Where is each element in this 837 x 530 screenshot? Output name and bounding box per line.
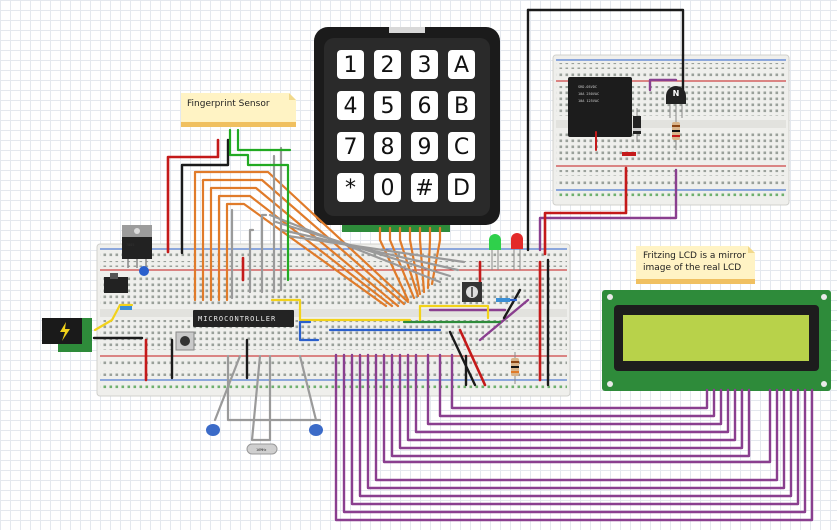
voltage-regulator: 7805 bbox=[122, 225, 152, 268]
ground-wires-black bbox=[92, 8, 685, 387]
keypad-key-label: 6 bbox=[418, 94, 432, 119]
keypad-key: A bbox=[448, 50, 475, 79]
keypad-key: 3 bbox=[411, 50, 438, 79]
svg-text:7805: 7805 bbox=[126, 243, 134, 247]
keypad-key: 1 bbox=[337, 50, 364, 79]
keypad-key: 6 bbox=[411, 91, 438, 120]
chip-label: MICROCONTROLLER bbox=[198, 315, 276, 323]
keypad-key-label: 0 bbox=[381, 176, 395, 201]
lcd-note: Fritzing LCD is a mirror image of the re… bbox=[636, 246, 755, 284]
keypad-key: 8 bbox=[374, 132, 401, 161]
base-resistor bbox=[672, 118, 680, 150]
keypad-key: C bbox=[448, 132, 475, 161]
potentiometer bbox=[462, 282, 482, 302]
svg-text:10A 250VAC: 10A 250VAC bbox=[578, 92, 599, 96]
keypad-key: 2 bbox=[374, 50, 401, 79]
led-resistor bbox=[511, 352, 519, 384]
transistor: N bbox=[666, 86, 686, 118]
keypad-key-label: 8 bbox=[381, 135, 395, 160]
keypad-key: * bbox=[337, 173, 364, 202]
svg-text:10A 125VAC: 10A 125VAC bbox=[578, 99, 599, 103]
lcd-screen bbox=[623, 315, 809, 361]
svg-text:16MHz: 16MHz bbox=[256, 448, 267, 452]
red-led bbox=[511, 233, 523, 270]
transistor-label: N bbox=[673, 89, 680, 98]
svg-text:SRD-05VDC: SRD-05VDC bbox=[578, 85, 597, 89]
jumper bbox=[622, 152, 636, 156]
keypad-key-label: 1 bbox=[344, 53, 358, 78]
keypad-key: # bbox=[411, 173, 438, 202]
relay: SRD-05VDC 10A 250VAC 10A 125VAC bbox=[568, 77, 632, 137]
keypad-key-label: * bbox=[345, 176, 356, 201]
fingerprint-sensor-note: Fingerprint Sensor bbox=[181, 93, 296, 127]
lcd-wires bbox=[334, 78, 814, 522]
lcd-note-line2: image of the real LCD bbox=[643, 263, 741, 273]
gray-wires bbox=[213, 146, 466, 442]
keypad-key-label: 5 bbox=[381, 94, 395, 119]
capacitor bbox=[206, 424, 220, 436]
small-resistor bbox=[120, 306, 132, 310]
lcd-display bbox=[602, 290, 831, 391]
power-icon bbox=[60, 322, 70, 341]
keypad-key: 4 bbox=[337, 91, 364, 120]
dc-power-jack bbox=[42, 318, 92, 352]
power-switch bbox=[104, 273, 128, 293]
fingerprint-label: Fingerprint Sensor bbox=[187, 99, 270, 109]
small-resistor bbox=[496, 298, 510, 302]
keypad-key: 9 bbox=[411, 132, 438, 161]
keypad-key-label: 4 bbox=[344, 94, 358, 119]
power-wires-red bbox=[144, 138, 628, 387]
keypad-key: B bbox=[448, 91, 475, 120]
capacitor bbox=[309, 424, 323, 436]
reset-button bbox=[175, 331, 195, 351]
keypad-key-label: 7 bbox=[344, 135, 358, 160]
microcontroller-chip: MICROCONTROLLER bbox=[193, 310, 294, 327]
keypad-key-label: B bbox=[454, 94, 469, 119]
keypad-key: 5 bbox=[374, 91, 401, 120]
crystal-oscillator: 16MHz bbox=[246, 443, 278, 455]
keypad-key-label: A bbox=[454, 53, 469, 78]
keypad-key: 0 bbox=[374, 173, 401, 202]
keypad-key-label: 2 bbox=[381, 53, 395, 78]
keypad-key-label: 3 bbox=[418, 53, 432, 78]
flyback-diode bbox=[633, 108, 641, 142]
keypad-key: 7 bbox=[337, 132, 364, 161]
keypad-key: D bbox=[448, 173, 475, 202]
keypad-key-label: D bbox=[453, 176, 470, 201]
keypad-key-label: 9 bbox=[418, 135, 432, 160]
keypad-key-label: # bbox=[415, 176, 433, 201]
green-led bbox=[489, 234, 501, 270]
ceramic-capacitor bbox=[139, 266, 149, 276]
keypad-key-label: C bbox=[454, 135, 469, 160]
lcd-note-line1: Fritzing LCD is a mirror bbox=[643, 251, 746, 261]
